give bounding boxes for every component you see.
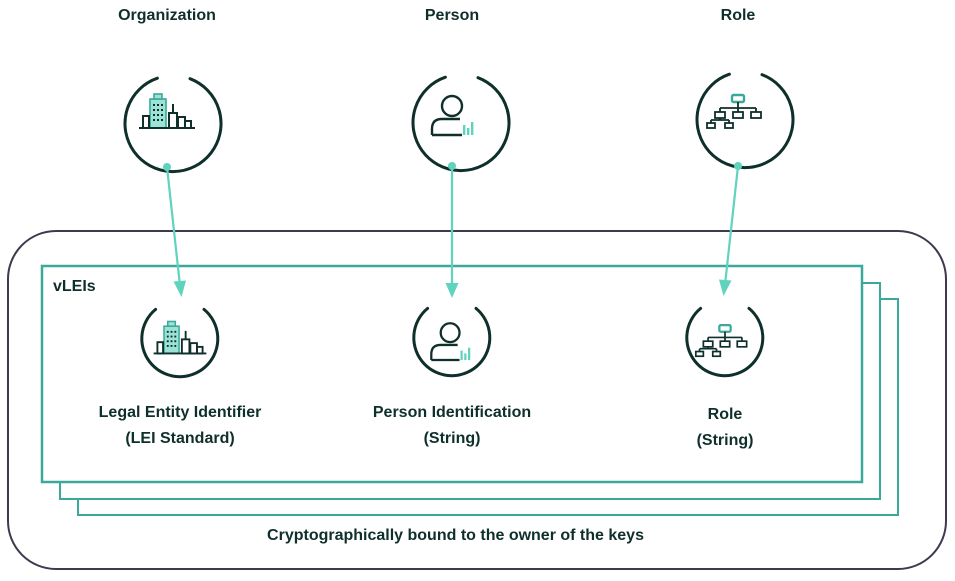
person-label: Person — [424, 7, 480, 24]
role-label: Role — [720, 7, 756, 24]
role-string-label-line1: Role — [707, 406, 743, 423]
lei-label-line1: Legal Entity Identifier — [98, 404, 262, 421]
organization-circle — [123, 76, 223, 174]
vleis-title: vLEIs — [53, 278, 96, 295]
role-string-label-line2: (String) — [696, 432, 754, 449]
lei-circle — [140, 307, 220, 379]
role-circle — [695, 72, 795, 170]
connector-person — [445, 162, 459, 298]
person-id-circle — [412, 306, 492, 378]
footer-caption: Cryptographically bound to the owner of … — [267, 527, 644, 544]
org-chart-icon — [705, 93, 763, 130]
person-id-label-line2: (String) — [423, 430, 481, 447]
role-string-circle — [685, 306, 765, 378]
connector-organization — [163, 163, 186, 297]
connector-role — [719, 162, 742, 296]
person-id-label-line1: Person Identification — [372, 404, 532, 421]
city-buildings-icon — [138, 93, 196, 129]
lei-label-line2: (LEI Standard) — [125, 430, 235, 447]
outer-container — [7, 230, 947, 570]
person-circle — [411, 75, 511, 173]
organization-label: Organization — [118, 7, 216, 24]
person-chart-icon — [430, 94, 475, 137]
